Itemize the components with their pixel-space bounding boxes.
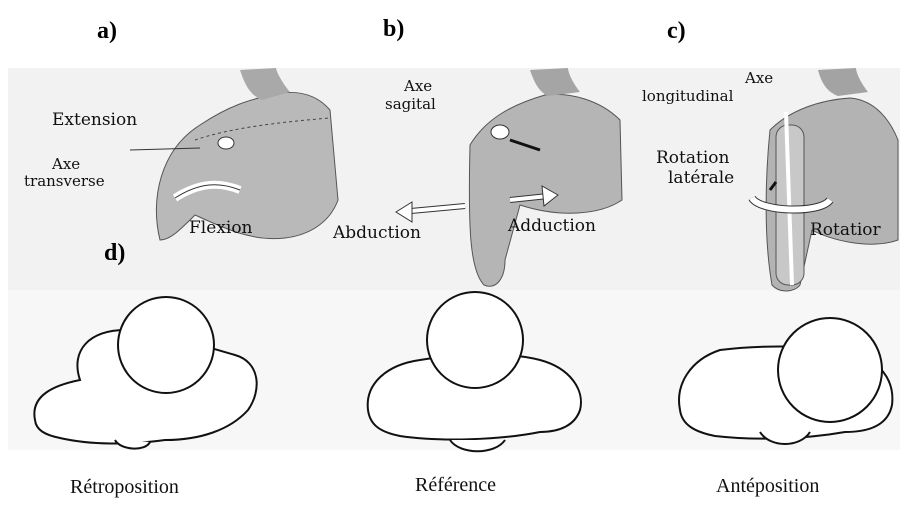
- rotation-label: Rotatior: [810, 222, 881, 239]
- axis-sagital-line2: sagital: [385, 96, 436, 113]
- caption-retroposition: Rétroposition: [70, 476, 179, 499]
- axis-sagital-line1: Axe: [404, 78, 432, 95]
- rotation-lateral-line1: Rotation: [656, 150, 729, 167]
- axis-longitudinal-line1: Axe: [745, 70, 773, 87]
- panel-label-d: d): [104, 240, 125, 267]
- panel-label-b: b): [383, 16, 404, 43]
- extension-label: Extension: [52, 112, 137, 129]
- flexion-label: Flexion: [189, 220, 253, 237]
- panel-label-a: a): [97, 18, 117, 45]
- axis-longitudinal-line2: longitudinal: [642, 88, 733, 105]
- caption-anteposition: Antéposition: [716, 475, 819, 498]
- panel-label-c: c): [667, 18, 686, 45]
- adduction-label: Adduction: [508, 218, 596, 235]
- abduction-label: Abduction: [333, 225, 421, 242]
- axis-transverse-line2: transverse: [24, 173, 105, 190]
- caption-reference: Référence: [415, 474, 496, 497]
- rotation-lateral-line2: latérale: [668, 170, 734, 187]
- axis-transverse-line1: Axe: [52, 156, 80, 173]
